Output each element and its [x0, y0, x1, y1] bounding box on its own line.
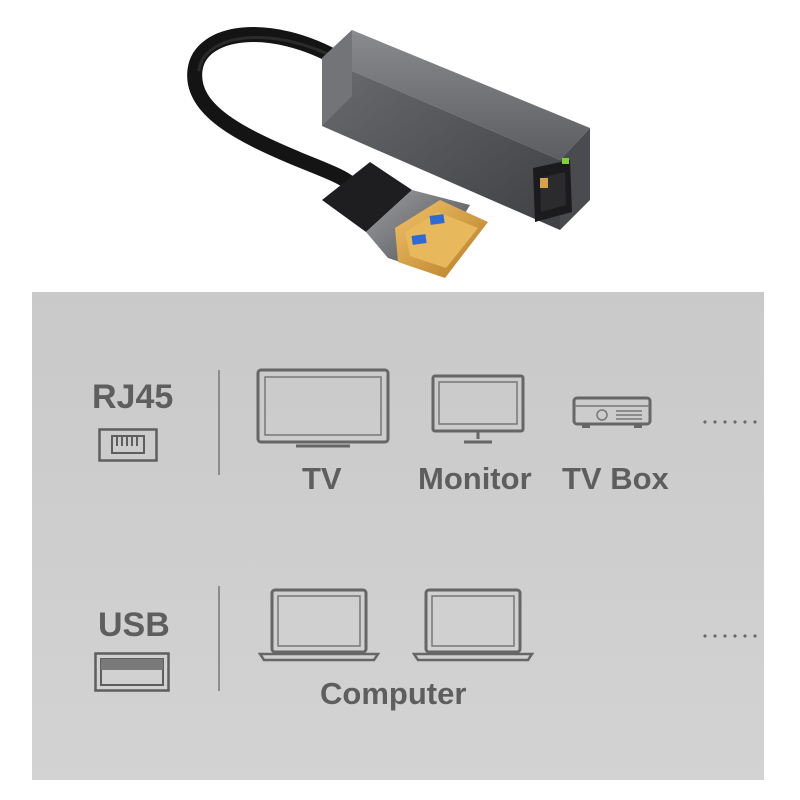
laptop-icon — [258, 588, 380, 662]
laptop-icon — [412, 588, 534, 662]
usb-port-label: USB — [98, 606, 170, 644]
row-divider — [218, 370, 220, 475]
rj45-port-icon — [98, 428, 158, 462]
tv-box-label: TV Box — [562, 461, 669, 496]
ellipsis-icon — [700, 420, 760, 424]
monitor-icon — [431, 374, 525, 446]
connection-panel — [32, 292, 764, 780]
tv-label: TV — [302, 461, 342, 496]
usb-port-icon — [94, 652, 170, 692]
computer-label: Computer — [320, 676, 467, 711]
rj45-port-label: RJ45 — [92, 378, 174, 416]
tv-icon — [256, 368, 390, 450]
monitor-label: Monitor — [418, 461, 532, 496]
tv-box-icon — [572, 390, 652, 430]
usb-ethernet-adapter-image — [0, 0, 800, 290]
row-divider — [218, 586, 220, 691]
ellipsis-icon — [700, 634, 760, 638]
